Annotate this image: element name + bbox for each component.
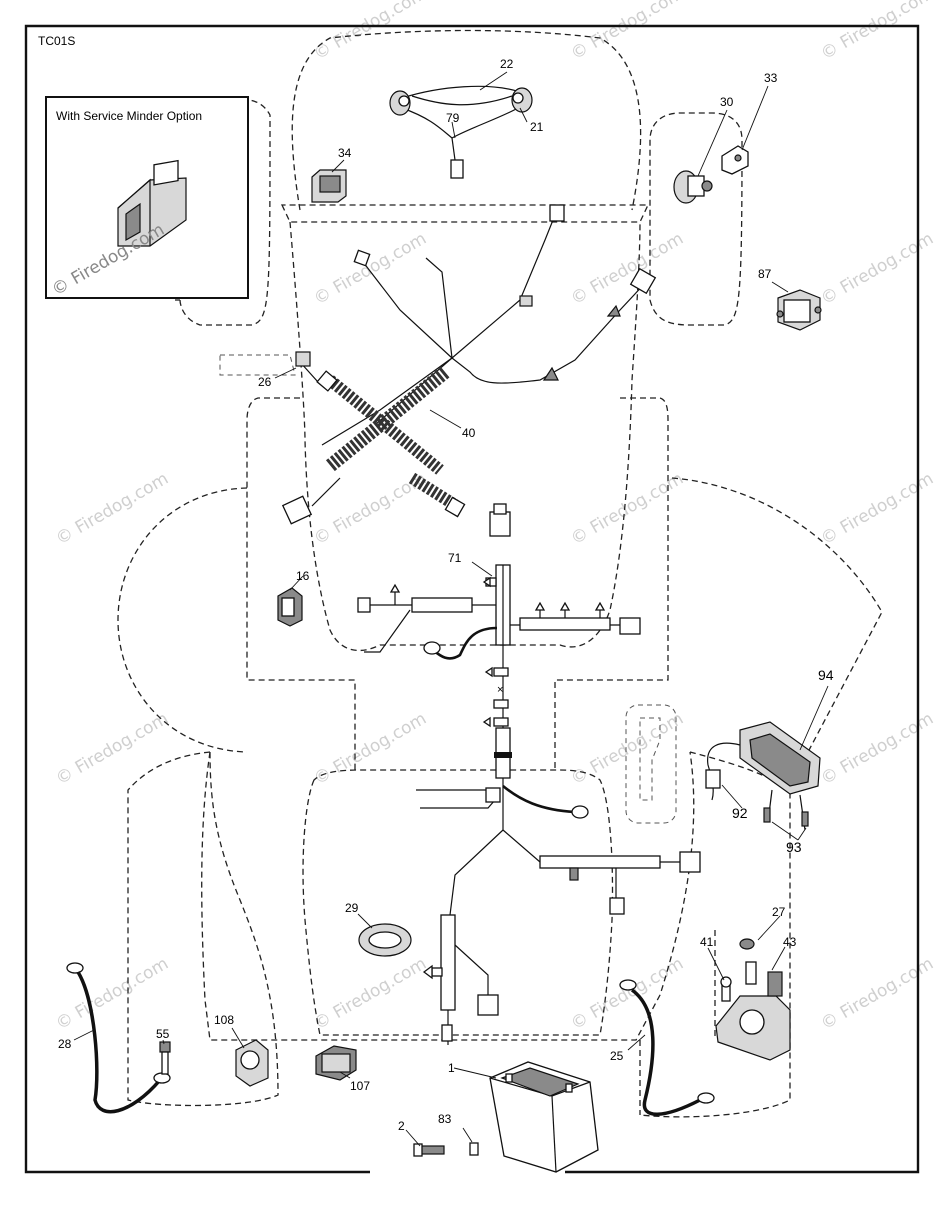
callout-25: 25 [610, 1049, 624, 1063]
upper-harness [295, 204, 657, 446]
watermark: © Firedog.com [311, 0, 430, 64]
callout-94: 94 [818, 667, 834, 683]
grommet-29 [358, 923, 412, 957]
bolt-55 [159, 1041, 171, 1075]
callout-1: 1 [448, 1061, 455, 1075]
callout-41: 41 [700, 935, 714, 949]
switch-34 [311, 169, 347, 203]
watermark: © Firedog.com [311, 709, 430, 790]
watermark: © Firedog.com [311, 229, 430, 310]
callout-93: 93 [786, 839, 802, 855]
callout-83: 83 [438, 1112, 452, 1126]
callout-21: 21 [530, 120, 544, 134]
watermark: © Firedog.com [568, 0, 687, 64]
watermark: © Firedog.com [568, 709, 687, 790]
watermark: © Firedog.com [53, 709, 172, 790]
relay-87 [776, 289, 822, 331]
callout-labels: 22 79 21 34 30 33 87 26 40 71 16 94 92 9… [58, 57, 834, 1133]
callout-27: 27 [772, 905, 786, 919]
inset-caption: With Service Minder Option [56, 109, 202, 123]
callout-107: 107 [350, 1079, 370, 1093]
callout-16: 16 [296, 569, 310, 583]
callout-30: 30 [720, 95, 734, 109]
callout-26: 26 [258, 375, 272, 389]
callout-29: 29 [345, 901, 359, 915]
module-16 [277, 587, 303, 627]
main-wire-harness-40 [281, 366, 466, 525]
callout-71: 71 [448, 551, 462, 565]
callout-40: 40 [462, 426, 476, 440]
nut-83 [469, 1142, 479, 1156]
headlight-assembly [389, 85, 533, 179]
watermark: © Firedog.com [568, 954, 687, 1035]
ignition-module-94 [705, 721, 821, 831]
positive-cable-25 [619, 979, 715, 1116]
ignition-key [721, 145, 749, 175]
service-minder-inset: With Service Minder Option © Firedog.com [45, 96, 249, 300]
callout-87: 87 [758, 267, 772, 281]
watermark: © Firedog.com [568, 469, 687, 550]
tractor-outline [117, 29, 883, 1118]
component-107 [315, 1045, 357, 1081]
watermark: © Firedog.com [311, 954, 430, 1035]
component-108 [235, 1039, 269, 1087]
callout-28: 28 [58, 1037, 72, 1051]
frame [24, 24, 920, 1174]
callout-33: 33 [764, 71, 778, 85]
x-mark: × [497, 684, 503, 696]
callout-55: 55 [156, 1027, 170, 1041]
starter-solenoid-43 [715, 938, 791, 1061]
callout-43: 43 [783, 935, 797, 949]
callout-108: 108 [214, 1013, 234, 1027]
shift-panel-outline [625, 704, 677, 824]
frame-border [24, 24, 920, 1174]
watermark: © Firedog.com [53, 469, 172, 550]
diagram-code: TC01S [38, 34, 75, 48]
screw-2 [413, 1143, 445, 1157]
seat-harness [416, 784, 701, 1045]
fuse-holder [295, 351, 311, 367]
center-harness-71: × [357, 503, 641, 790]
ignition-switch [673, 170, 713, 204]
headlight-connector [450, 159, 464, 179]
callout-92: 92 [732, 805, 748, 821]
fuse-block-outline [219, 354, 296, 376]
service-minder-meter [117, 159, 187, 247]
leader-lines [73, 71, 829, 1147]
callout-2: 2 [398, 1119, 405, 1133]
callout-34: 34 [338, 146, 352, 160]
battery-1 [489, 1061, 599, 1173]
callout-22: 22 [500, 57, 514, 71]
watermark: © Firedog.com [568, 229, 687, 310]
callout-79: 79 [446, 111, 460, 125]
